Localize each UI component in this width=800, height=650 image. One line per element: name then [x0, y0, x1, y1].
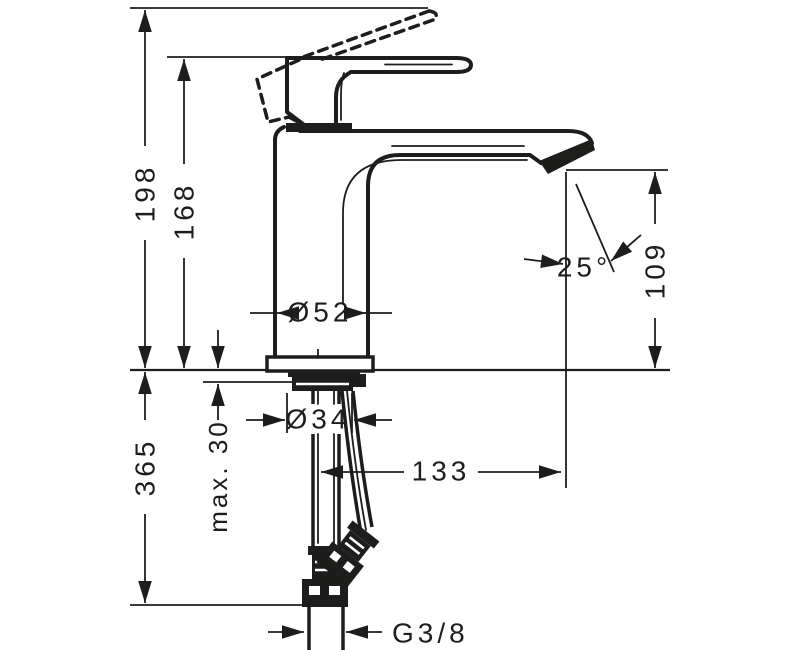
- dimension-dia52: Ø52: [250, 297, 392, 328]
- dimension-133: 133: [321, 456, 561, 487]
- hose-connector: [302, 579, 348, 607]
- base-flange: [265, 355, 375, 373]
- cartridge-housing: [285, 56, 353, 132]
- dimension-168: 168: [169, 59, 200, 368]
- dim-label-365: 365: [130, 438, 161, 497]
- connection-tube: [307, 607, 345, 650]
- dim-label-133: 133: [412, 456, 471, 487]
- supply-hose-angled: [316, 390, 380, 587]
- dimension-max30: max. 30: [203, 330, 233, 533]
- dimension-365: 365: [130, 372, 161, 603]
- dimension-198: 198: [130, 10, 161, 368]
- lever-raised-dashed: [255, 9, 438, 125]
- lever-handle: [285, 56, 473, 74]
- dim-label-thread: G3/8: [392, 618, 469, 649]
- dim-label-angle: 25°: [557, 252, 611, 283]
- faucet-body: [255, 9, 595, 650]
- dim-label-198: 198: [130, 164, 161, 223]
- dim-label-109: 109: [640, 241, 671, 300]
- mounting-nut: [288, 371, 366, 391]
- dimension-thread-g38: G3/8: [268, 618, 469, 649]
- shaft-and-base: [265, 125, 375, 373]
- dim-label-dia52: Ø52: [288, 297, 353, 328]
- dim-label-max30: max. 30: [203, 419, 233, 533]
- dimension-angle-25: 25°: [523, 234, 642, 283]
- aerator-outlet: [539, 139, 595, 174]
- dim-label-168: 168: [169, 182, 200, 241]
- hose-connector-angled: [316, 541, 364, 587]
- dimension-dia34: Ø34: [246, 404, 392, 435]
- spout: [298, 129, 595, 359]
- dim-label-dia34: Ø34: [286, 404, 351, 435]
- dimension-109: 109: [640, 172, 671, 368]
- extension-lines: [130, 7, 668, 606]
